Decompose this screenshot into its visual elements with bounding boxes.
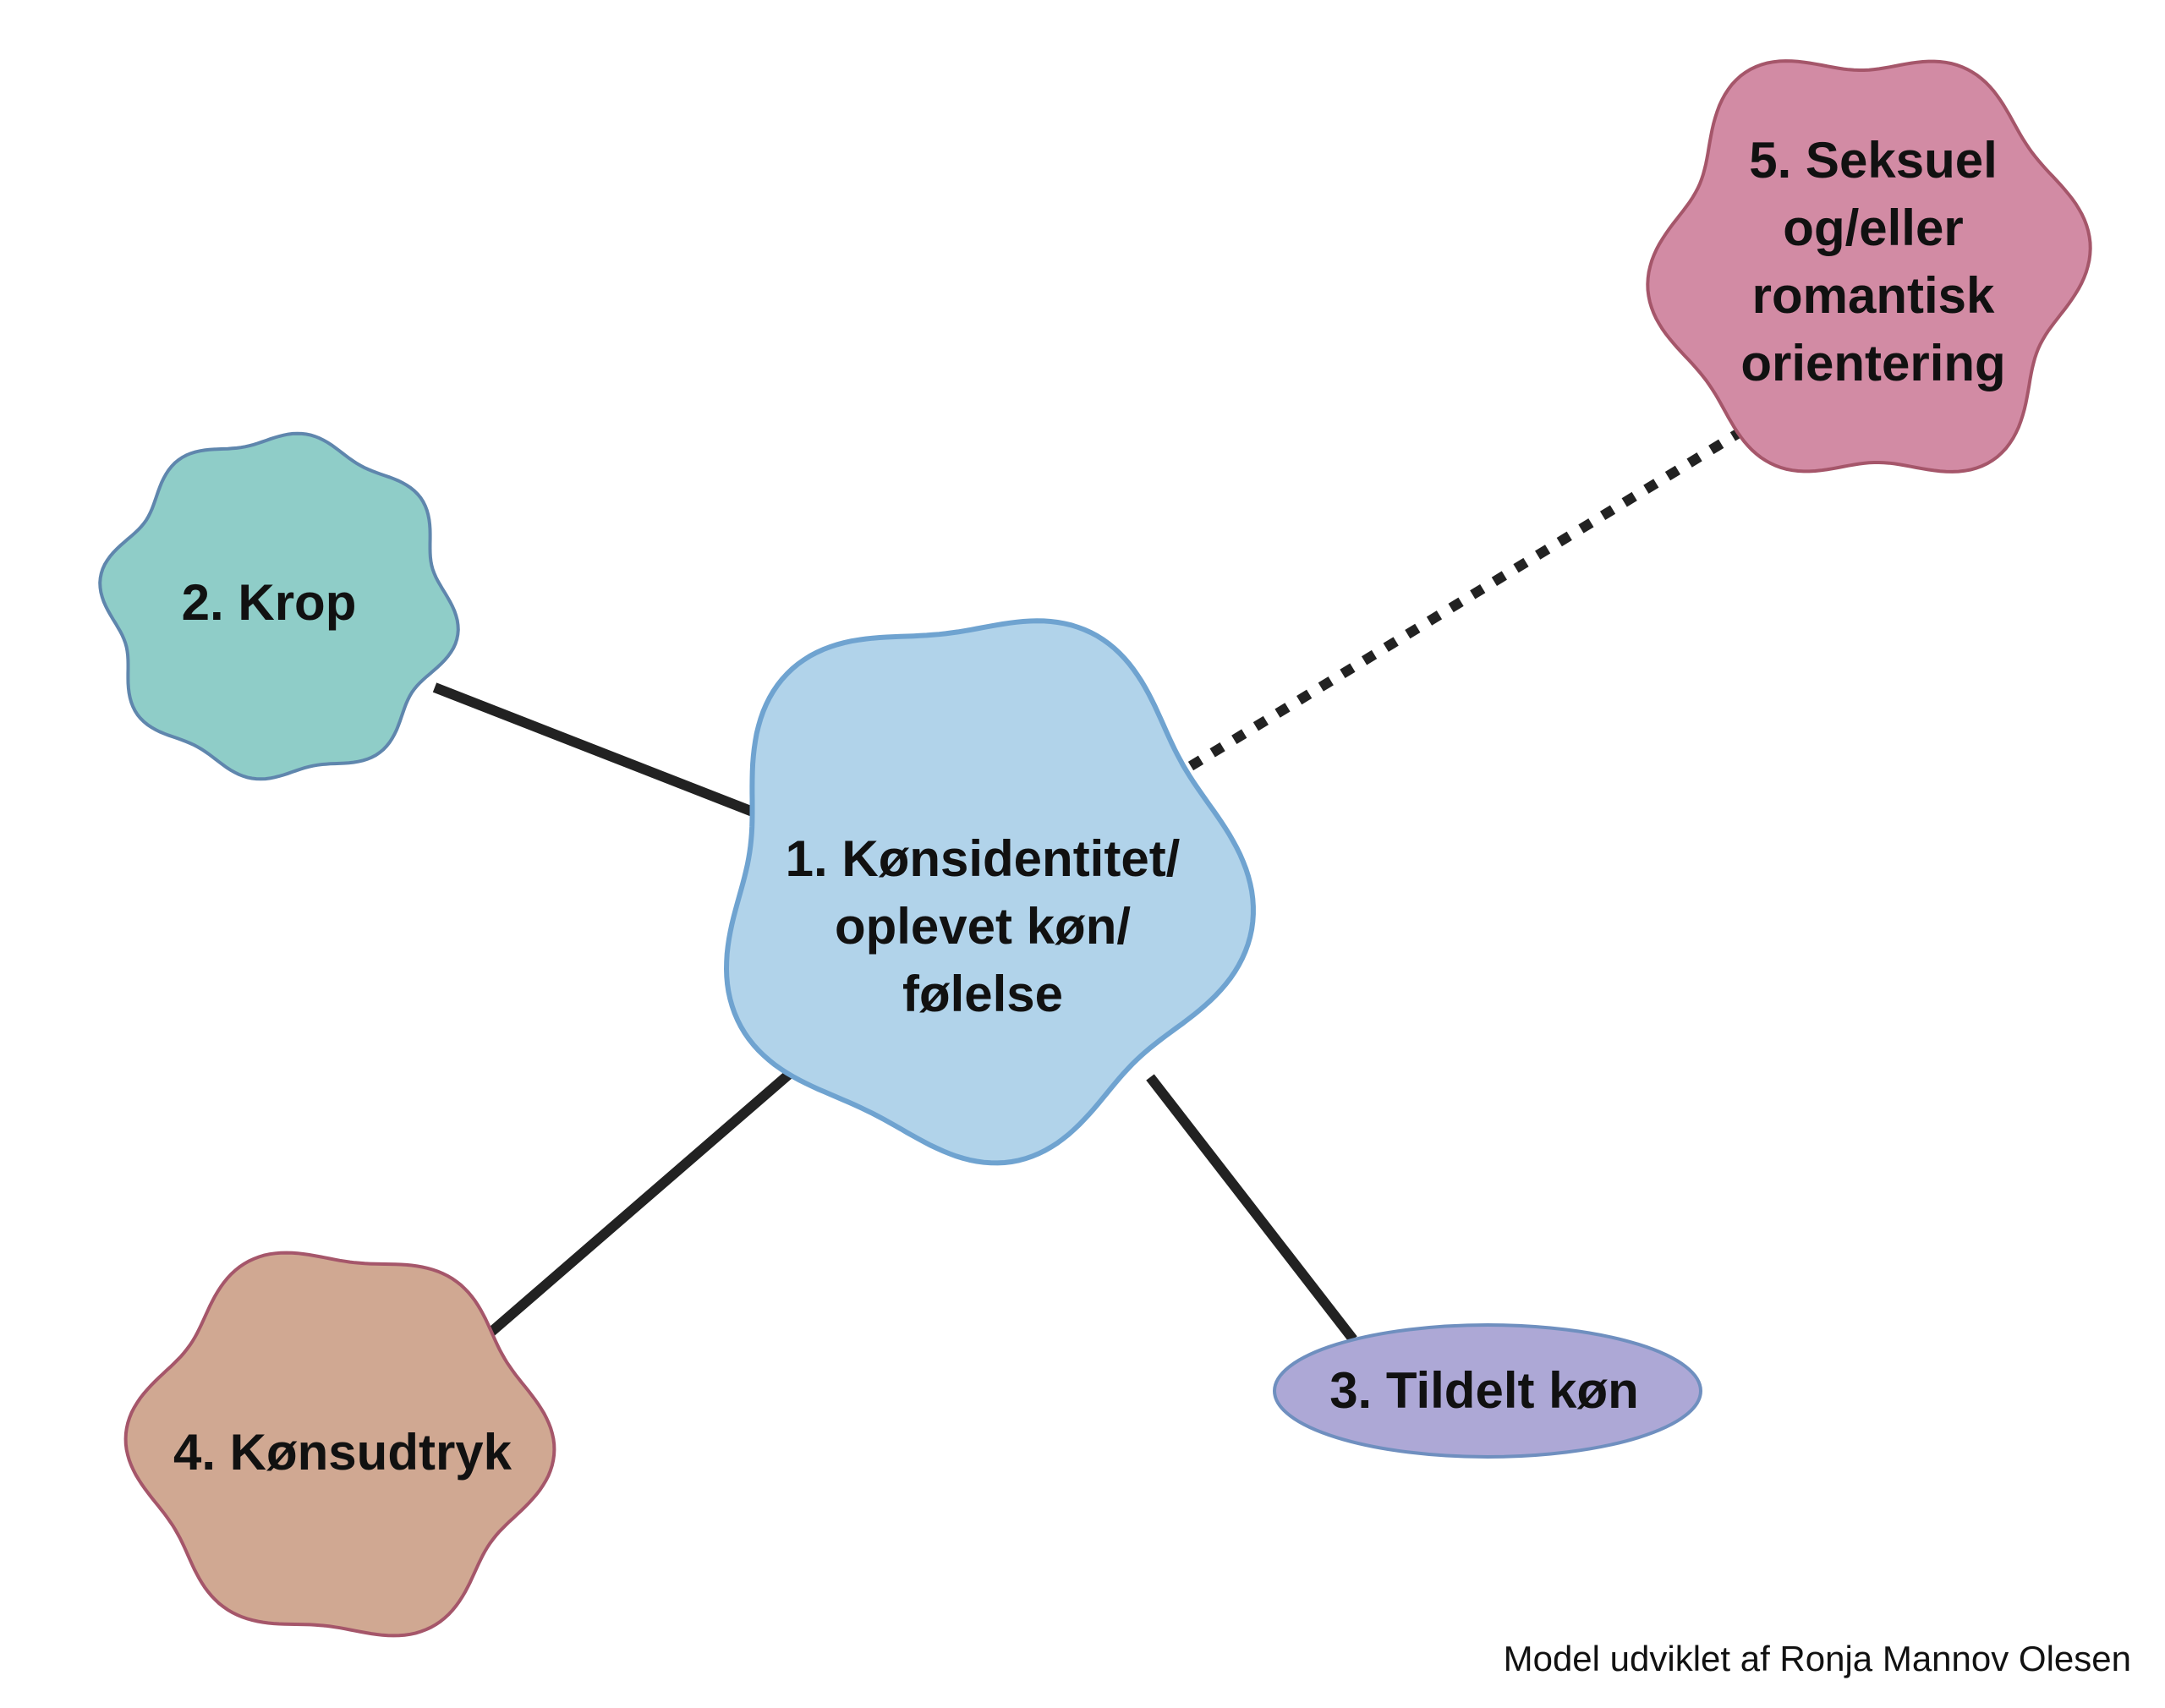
node-assigned-sex-ellipse [1273, 1323, 1702, 1459]
node-gender-identity-blob [723, 618, 1256, 1166]
node-assigned-sex-label: 3. Tildelt køn [1329, 1362, 1639, 1419]
edge-identity-expression [487, 1056, 808, 1337]
edge-identity-orientation-dotted [1187, 423, 1751, 771]
node-body-label: 2. Krop [181, 574, 357, 631]
label-line: følelse [902, 966, 1064, 1022]
edge-identity-body [432, 682, 755, 817]
node-orientation-blob [1646, 59, 2092, 474]
label-line: og/eller [1783, 200, 1964, 256]
label-line: orientering [1740, 335, 2006, 391]
node-gender-expression-blob [123, 1251, 556, 1638]
author-caption: Model udviklet af Ronja Mannov Olesen [1503, 1639, 2131, 1678]
label-line: oplevet køn/ [834, 898, 1132, 955]
node-gender-expression-label: 4. Kønsudtryk [173, 1424, 512, 1481]
edge-identity-assigned-sex [1146, 1074, 1357, 1343]
node-body-blob [98, 431, 460, 781]
label-line: 1. Kønsidentitet/ [785, 830, 1181, 887]
label-line: 5. Seksuel [1749, 132, 1998, 189]
node-orientation-label: 5. Seksuel og/eller romantisk orienterin… [1740, 127, 2005, 397]
label-line: romantisk [1751, 267, 1995, 324]
node-gender-identity-label: 1. Kønsidentitet/ oplevet køn/ følelse [786, 825, 1181, 1028]
